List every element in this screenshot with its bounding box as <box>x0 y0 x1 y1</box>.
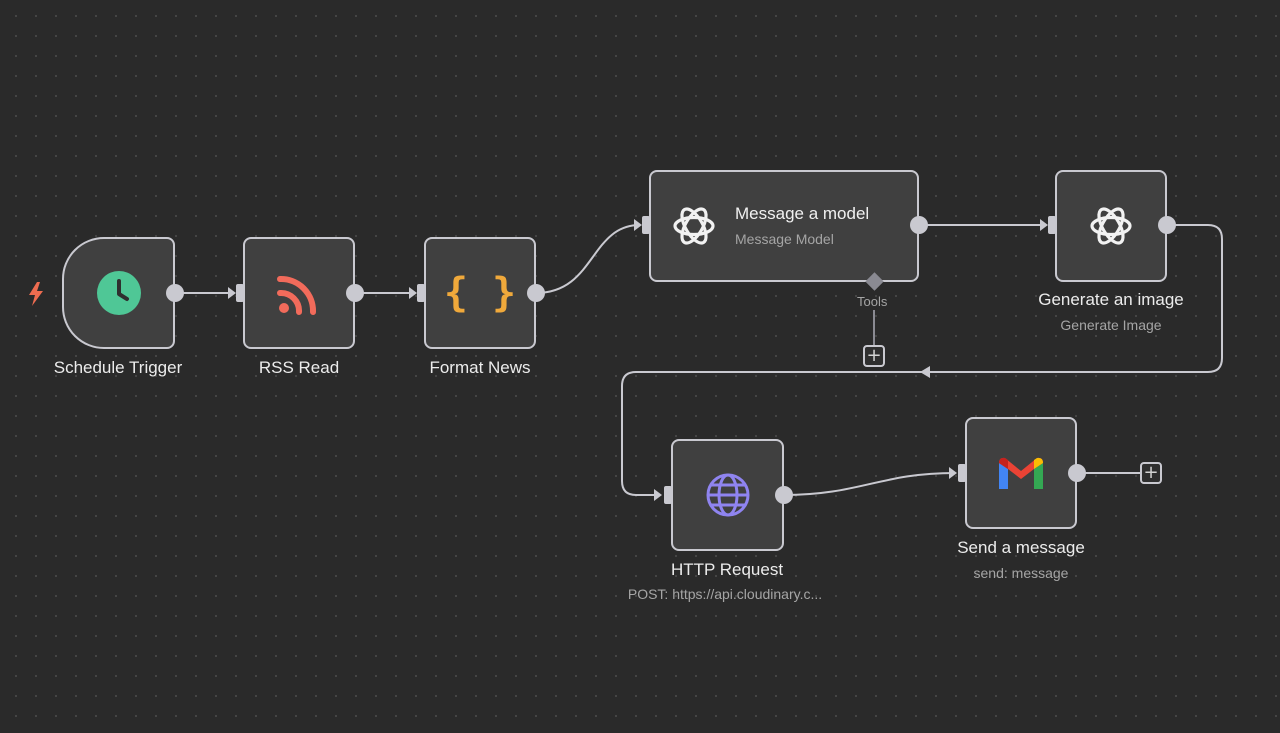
openai-icon <box>1088 203 1134 249</box>
input-handle-format-news[interactable] <box>417 284 425 302</box>
node-label: Send a message <box>957 538 1085 557</box>
node-sublabel: send: message <box>973 565 1069 581</box>
input-handle-message-model[interactable] <box>642 216 650 234</box>
node-sublabel: Generate Image <box>1060 317 1162 333</box>
node-label: HTTP Request <box>670 560 784 579</box>
node-rss-read[interactable] <box>243 237 355 349</box>
connection-format-model[interactable] <box>535 224 641 294</box>
arrow-head-mid-loop <box>920 366 930 378</box>
clock-icon <box>96 270 142 316</box>
arrow-head-rss <box>228 287 236 299</box>
node-send-message[interactable] <box>965 417 1077 529</box>
input-handle-send-message[interactable] <box>958 464 966 482</box>
tools-label: Tools <box>857 294 888 309</box>
add-tool-button[interactable]: + <box>863 345 885 367</box>
code-braces-icon: { } <box>443 270 517 316</box>
openai-icon <box>671 203 717 249</box>
node-subtitle: Message Model <box>735 231 834 247</box>
node-label: Format News <box>429 358 531 377</box>
trigger-bolt-icon[interactable] <box>26 281 46 307</box>
arrow-head-model <box>634 219 642 231</box>
node-schedule-trigger[interactable] <box>62 237 175 349</box>
output-handle-schedule-trigger[interactable] <box>166 284 184 302</box>
node-message-model[interactable]: Message a model Message Model <box>649 170 919 282</box>
node-title: Message a model <box>735 204 870 223</box>
arrow-head-format <box>409 287 417 299</box>
input-handle-rss-read[interactable] <box>236 284 244 302</box>
input-handle-generate-image[interactable] <box>1048 216 1056 234</box>
node-label: RSS Read <box>258 358 340 377</box>
globe-icon <box>705 472 751 518</box>
arrow-head-image <box>1040 219 1048 231</box>
rss-icon <box>277 271 321 315</box>
output-handle-send-message[interactable] <box>1068 464 1086 482</box>
node-label: Schedule Trigger <box>53 358 183 377</box>
node-sublabel: POST: https://api.cloudinary.c... <box>627 586 823 602</box>
output-handle-format-news[interactable] <box>527 284 545 302</box>
node-generate-image[interactable] <box>1055 170 1167 282</box>
output-handle-rss-read[interactable] <box>346 284 364 302</box>
connection-http-gmail[interactable] <box>783 472 956 496</box>
input-handle-http-request[interactable] <box>664 486 672 504</box>
node-format-news[interactable]: { } <box>424 237 536 349</box>
output-handle-message-model[interactable] <box>910 216 928 234</box>
gmail-icon <box>997 455 1045 491</box>
arrow-head-gmail <box>949 467 957 479</box>
arrow-head-http <box>654 489 662 501</box>
output-handle-http-request[interactable] <box>775 486 793 504</box>
add-node-button[interactable]: + <box>1140 462 1162 484</box>
node-http-request[interactable] <box>671 439 784 551</box>
node-label: Generate an image <box>1038 290 1184 309</box>
output-handle-generate-image[interactable] <box>1158 216 1176 234</box>
